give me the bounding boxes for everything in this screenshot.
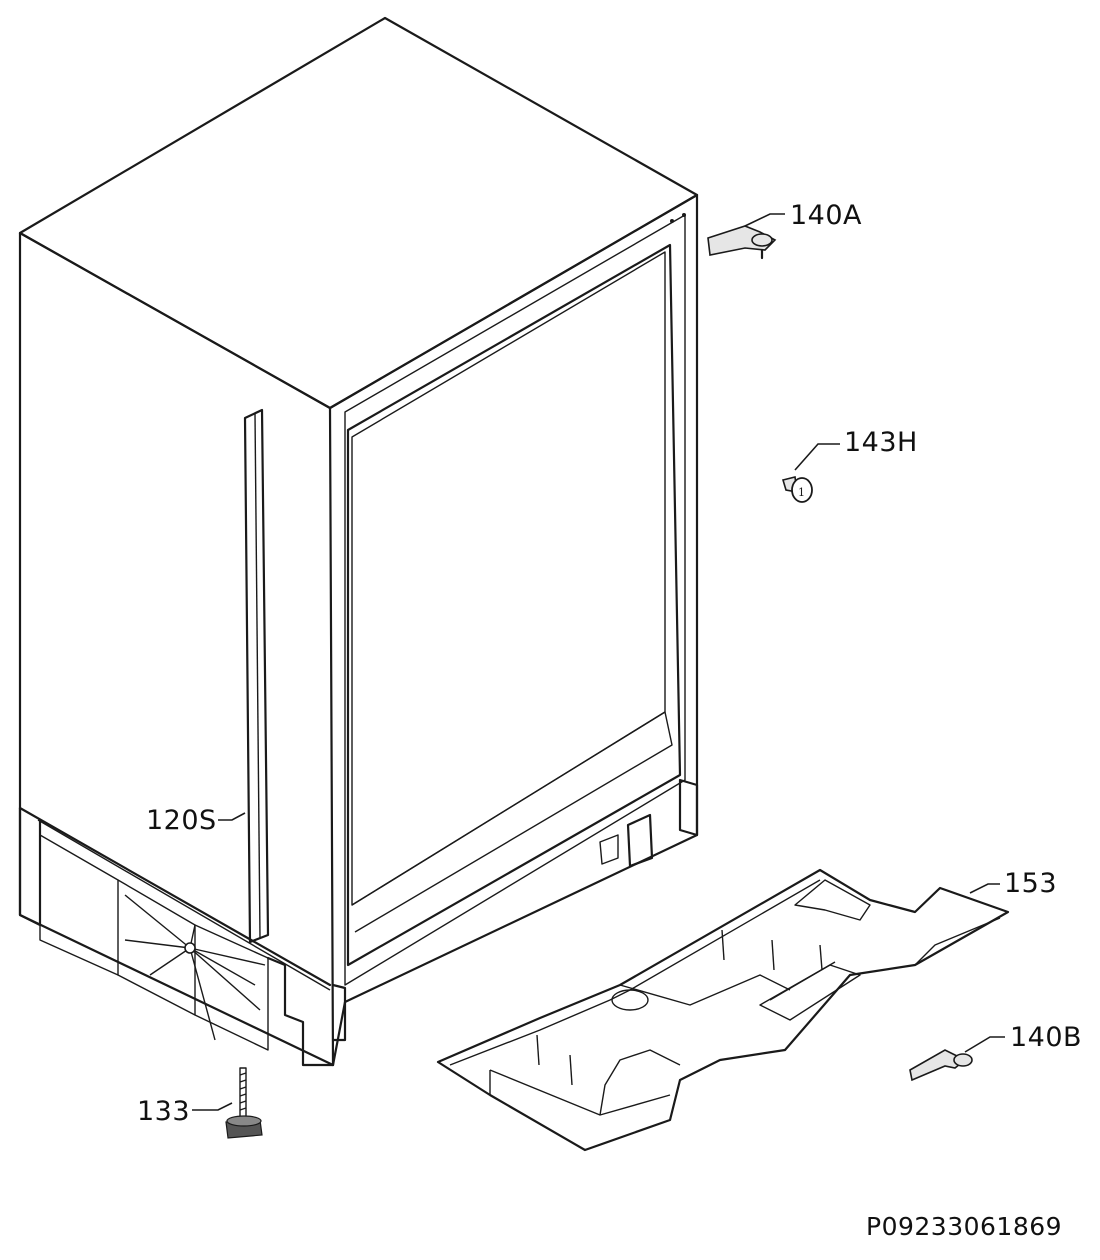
leveling-foot-part — [192, 1067, 263, 1139]
reference-code: P09233061869 — [866, 1212, 1063, 1241]
part-label-153: 153 — [1004, 868, 1058, 899]
base-tray — [436, 868, 1010, 1152]
part-label-143h: 143H — [844, 427, 918, 458]
svg-text:1: 1 — [798, 486, 805, 499]
part-label-120s: 120S — [146, 805, 217, 836]
hinge-top-part — [707, 213, 785, 260]
leader-120s — [218, 812, 246, 821]
part-label-140a: 140A — [790, 200, 863, 231]
cabinet — [18, 16, 699, 1067]
part-label-140b: 140B — [1010, 1022, 1083, 1053]
part-label-133: 133 — [137, 1096, 191, 1127]
screw-part: 1 — [781, 443, 840, 503]
hinge-bottom-part — [909, 1036, 1005, 1082]
